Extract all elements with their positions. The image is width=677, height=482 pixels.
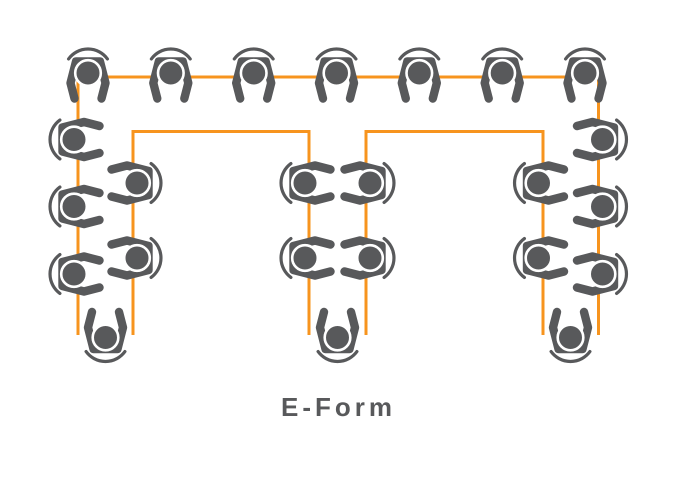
chair-back-arc-icon — [149, 162, 163, 204]
person-head-icon — [73, 58, 103, 88]
person-head-icon — [290, 168, 320, 198]
chair-back-arc-icon — [279, 162, 293, 204]
seat-icon — [512, 236, 569, 280]
person-head-icon — [488, 58, 517, 88]
chair-back-arc-icon — [512, 162, 526, 204]
person-head-icon — [122, 243, 152, 273]
seat-icon — [572, 117, 629, 162]
chair-back-arc-icon — [481, 47, 524, 61]
person-head-icon — [239, 58, 268, 88]
person-head-icon — [524, 243, 553, 273]
table-line — [76, 75, 600, 335]
seat-icon — [48, 117, 104, 162]
chair-back-arc-icon — [615, 185, 629, 228]
seat-layer — [48, 47, 629, 364]
chair-back-arc-icon — [232, 47, 275, 61]
seat-icon — [512, 161, 569, 205]
person-head-icon — [59, 192, 89, 221]
chair-back-arc-icon — [279, 237, 293, 279]
chair-back-arc-icon — [84, 350, 127, 364]
person-head-icon — [355, 168, 385, 198]
person-head-icon — [355, 243, 385, 273]
chair-back-arc-icon — [48, 118, 62, 161]
person-head-icon — [556, 323, 585, 352]
seat-icon — [563, 47, 607, 103]
person-head-icon — [405, 58, 434, 88]
table-line — [364, 130, 545, 335]
seat-icon — [340, 236, 396, 280]
person-head-icon — [323, 323, 352, 352]
seat-icon — [48, 252, 104, 296]
person-head-icon — [122, 168, 152, 198]
seat-icon — [340, 161, 396, 205]
person-head-icon — [524, 168, 553, 198]
chair-back-arc-icon — [149, 47, 192, 61]
seat-icon — [83, 307, 128, 364]
seat-icon — [572, 252, 629, 296]
seat-icon — [315, 307, 360, 364]
chair-back-arc-icon — [48, 185, 62, 228]
chair-back-arc-icon — [512, 237, 526, 279]
seat-icon — [48, 184, 104, 229]
person-head-icon — [91, 323, 120, 352]
chair-back-arc-icon — [549, 350, 592, 364]
person-head-icon — [290, 243, 320, 273]
seat-icon — [107, 236, 163, 280]
person-head-icon — [588, 125, 617, 154]
person-head-icon — [59, 125, 89, 154]
seat-icon — [279, 161, 335, 205]
seat-icon — [231, 47, 276, 103]
chair-back-arc-icon — [315, 47, 358, 61]
seat-icon — [572, 184, 629, 229]
chair-back-arc-icon — [615, 118, 629, 161]
chair-back-arc-icon — [615, 253, 629, 295]
person-head-icon — [588, 192, 617, 221]
chair-back-arc-icon — [398, 47, 441, 61]
table-line — [131, 130, 311, 335]
person-head-icon — [59, 259, 89, 289]
seat-icon — [480, 47, 524, 103]
person-head-icon — [570, 58, 600, 88]
seat-icon — [397, 47, 441, 103]
seat-icon — [279, 236, 335, 280]
chair-back-arc-icon — [316, 350, 359, 364]
person-head-icon — [156, 58, 185, 88]
chair-back-arc-icon — [149, 237, 163, 279]
seat-icon — [107, 161, 163, 205]
chair-back-arc-icon — [67, 47, 109, 61]
seat-icon — [314, 47, 359, 103]
chair-back-arc-icon — [48, 253, 62, 295]
chair-back-arc-icon — [382, 162, 396, 204]
seat-icon — [149, 47, 193, 103]
chair-back-arc-icon — [382, 237, 396, 279]
person-head-icon — [322, 58, 351, 88]
seat-icon — [548, 307, 593, 364]
table-outline — [76, 75, 600, 335]
diagram-label: E-Form — [281, 392, 396, 422]
seat-icon — [66, 47, 110, 103]
chair-back-arc-icon — [564, 47, 606, 61]
person-head-icon — [588, 259, 617, 289]
